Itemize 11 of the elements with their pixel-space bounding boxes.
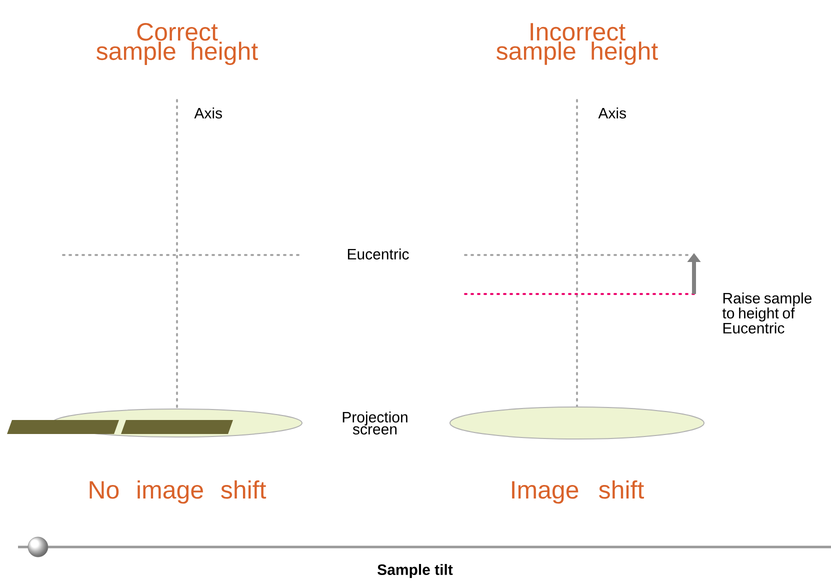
heading: Incorrect sample height	[496, 23, 658, 65]
heading: Correct sample height	[96, 23, 258, 65]
projection-screen	[450, 406, 704, 440]
plane-label: Eucentric	[348, 248, 409, 260]
axis-label: Axis	[598, 108, 626, 118]
note-text: Raise sample to height of Eucentric	[722, 292, 812, 334]
axis-label: Axis	[194, 108, 222, 118]
screen-label: Projection screen	[342, 411, 408, 434]
result-label: Image shift	[512, 480, 644, 504]
result-label: No image shift	[90, 480, 266, 504]
slider-label: Sample tilt	[378, 564, 453, 578]
